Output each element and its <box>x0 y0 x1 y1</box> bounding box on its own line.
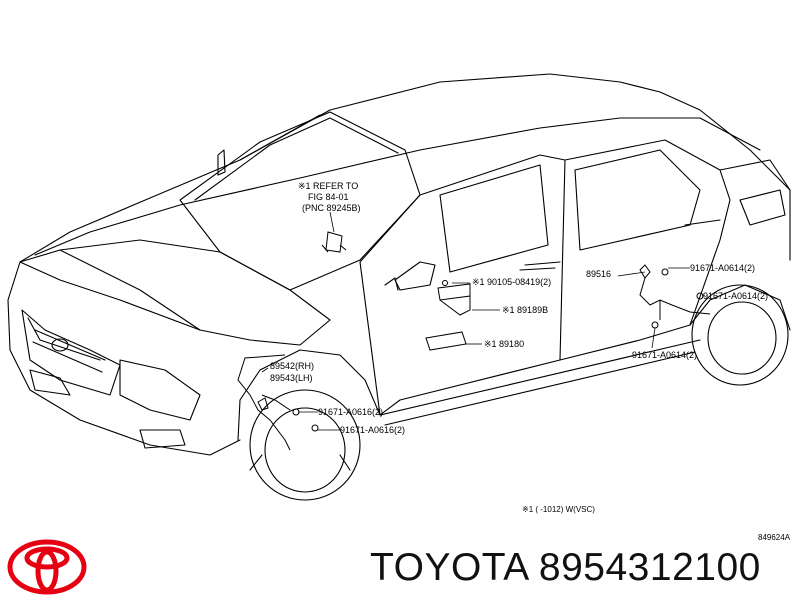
brand-part-number: TOYOTA 8954312100 <box>370 546 761 589</box>
callout-89516: 89516 <box>586 269 611 279</box>
callout-89543-lh: 89543(LH) <box>270 373 313 383</box>
footnote: ※1 ( -1012) W(VSC) <box>522 505 595 514</box>
leader-lines <box>261 211 705 431</box>
toyota-logo-icon <box>7 539 87 595</box>
callout-89180: ※1 89180 <box>484 339 524 349</box>
callout-refer-line2: FIG 84-01 <box>308 192 349 202</box>
callout-89189b: ※1 89189B <box>502 305 548 315</box>
callout-91671-a0616-a: 91671-A0616(2) <box>318 407 383 417</box>
callout-90105: ※1 90105-08419(2) <box>472 277 551 287</box>
callout-refer-line3: (PNC 89245B) <box>302 203 361 213</box>
drawing-code: 849624A <box>758 533 791 542</box>
sensor-parts <box>237 231 711 451</box>
callout-91671-a0614-top: 91671-A0614(2) <box>690 263 755 273</box>
callout-91671-a0616-b: 91671-A0616(2) <box>340 425 405 435</box>
callout-refer-line1: ※1 REFER TO <box>298 181 358 191</box>
car-outline <box>7 73 791 501</box>
callout-91671-a0614-mid: 91671-A0614(2) <box>703 291 768 301</box>
callout-91671-a0614-low: 91671-A0614(2) <box>632 350 697 360</box>
callout-89542-rh: 89542(RH) <box>270 361 314 371</box>
